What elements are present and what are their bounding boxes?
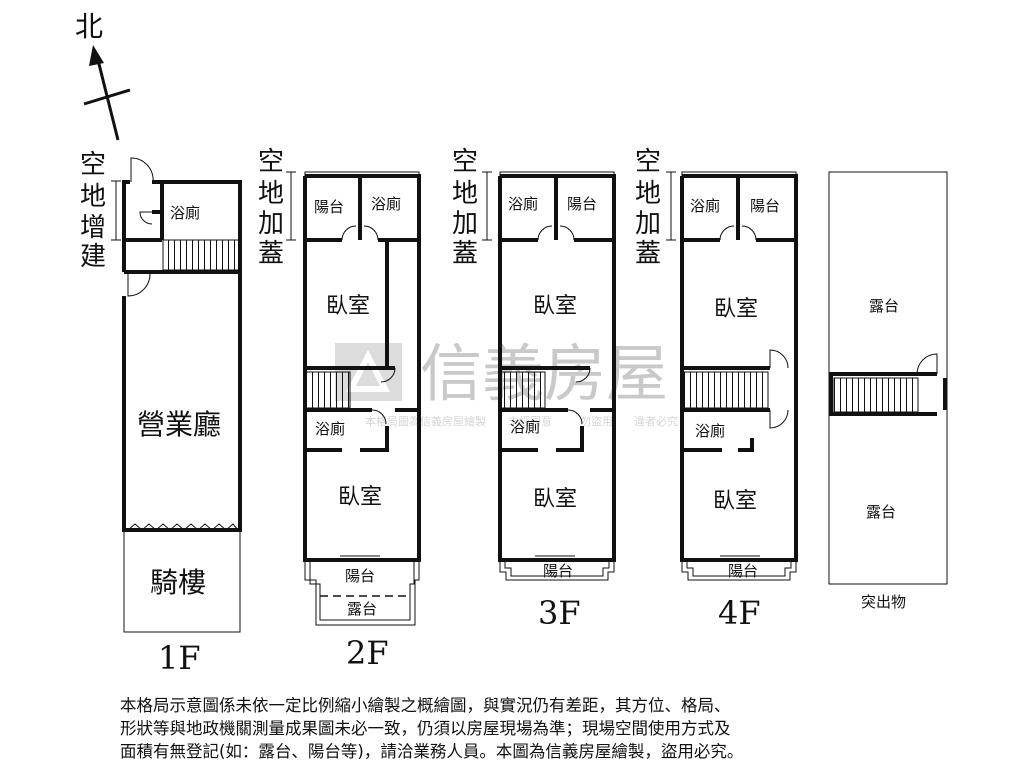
f4-extension-bracket (666, 171, 676, 241)
roof-terrace-bottom-label: 露台 (866, 503, 896, 521)
disclaimer-line-2: 形狀等與地政機關測量成果圖未必一致，仍須以房屋現場為準；現場空間使用方式及 (120, 719, 731, 738)
f1-side-note: 空 地 增 建 (80, 150, 106, 272)
f3-side-note-1: 空 (452, 147, 478, 177)
compass-needle (96, 59, 120, 141)
f4-bath-top-label: 浴廁 (690, 197, 720, 215)
f3-bedroom-1-label: 臥室 (533, 294, 577, 319)
f1-floor-label: 1F (158, 639, 201, 677)
f4-balcony-top-label: 陽台 (750, 197, 780, 215)
f4-side-note-1: 空 (635, 147, 661, 177)
f1-stairs (162, 239, 240, 271)
floor-roof (828, 171, 948, 585)
f2-balcony-top-label: 陽台 (314, 198, 344, 216)
f1-extension-bracket (111, 180, 121, 241)
f2-bath-top-label: 浴廁 (371, 195, 401, 213)
f2-balcony-bottom-label: 陽台 (345, 567, 375, 585)
f2-bedroom-1-label: 臥室 (326, 294, 370, 319)
floor-4f (666, 171, 798, 581)
floor-3f (482, 171, 616, 581)
watermark-notice-4: 違者必究 (634, 414, 678, 428)
f2-side-note-3: 加 (258, 209, 284, 239)
f4-side-note-2: 地 (635, 179, 661, 209)
compass-cross (83, 88, 131, 106)
watermark-notice-2: 未經同意 (508, 414, 552, 428)
disclaimer-text: 本格局示意圖係未依一定比例縮小繪製之概繪圖，與實況仍有差距，其方位、格局、 形狀… (120, 694, 1000, 763)
f2-stairs (305, 371, 351, 409)
f3-bedroom-2-label: 臥室 (533, 487, 577, 512)
f1-side-note-4: 建 (80, 242, 106, 272)
f3-bath-top-label: 浴廁 (508, 195, 538, 213)
f3-side-note: 空 地 加 蓋 (452, 147, 478, 269)
f4-bedroom-2-label: 臥室 (713, 489, 757, 514)
f2-side-note-1: 空 (258, 147, 284, 177)
f2-side-note-4: 蓋 (258, 239, 284, 269)
f1-side-note-1: 空 (80, 150, 106, 180)
disclaimer-line-3: 面積有無登記(如：露台、陽台等)，請洽業務人員。本圖為信義房屋繪製，盜用必究。 (120, 742, 744, 761)
compass-arrow-icon (89, 45, 104, 66)
f1-hall-label: 營業廳 (137, 408, 221, 441)
f1-side-note-3: 增 (80, 213, 106, 243)
watermark-notice-1: 本格局圖為信義房屋繪製 (365, 414, 486, 428)
roof-stairs (833, 377, 919, 413)
f3-side-note-3: 加 (452, 209, 478, 239)
f4-bath-mid-label: 浴廁 (695, 422, 725, 440)
compass-north-label: 北 (75, 10, 103, 43)
f2-bath-mid-label: 浴廁 (315, 420, 345, 438)
f2-side-note-2: 地 (258, 179, 284, 209)
f2-bedroom-2-label: 臥室 (338, 485, 382, 510)
f4-side-note-3: 加 (635, 209, 661, 239)
roof-terrace-top-label: 露台 (869, 297, 899, 315)
f3-floor-label: 3F (538, 594, 581, 632)
f1-bath-label: 浴廁 (170, 204, 200, 222)
f1-arcade-label: 騎樓 (150, 566, 206, 599)
f4-floor-label: 4F (718, 594, 761, 632)
f4-balcony-bottom-label: 陽台 (728, 562, 758, 580)
north-compass: 北 (75, 10, 131, 141)
floor-1f (111, 157, 242, 633)
f4-stairs (683, 371, 769, 409)
f3-extension-bracket (482, 171, 492, 241)
floor-2f (286, 171, 421, 626)
f4-bedroom-1-label: 臥室 (714, 297, 758, 322)
f2-extension-bracket (286, 171, 296, 241)
f3-balcony-top-label: 陽台 (567, 195, 597, 213)
f4-side-note-4: 蓋 (635, 239, 661, 269)
watermark-notice-3: 勿盜用 (580, 415, 613, 428)
f3-side-note-2: 地 (452, 179, 478, 209)
disclaimer-line-1: 本格局示意圖係未依一定比例縮小繪製之概繪圖，與實況仍有差距，其方位、格局、 (120, 696, 731, 715)
f4-side-note: 空 地 加 蓋 (635, 147, 661, 269)
f3-stairs (500, 371, 546, 409)
roof-floor-label: 突出物 (861, 593, 906, 611)
f3-balcony-bottom-label: 陽台 (543, 562, 573, 580)
f2-floor-label: 2F (346, 634, 389, 672)
f1-side-note-2: 地 (80, 182, 106, 212)
f3-bath-mid-label: 浴廁 (510, 418, 540, 436)
f2-side-note: 空 地 加 蓋 (258, 147, 284, 269)
f2-terrace-label: 露台 (347, 600, 377, 618)
f3-side-note-4: 蓋 (452, 239, 478, 269)
